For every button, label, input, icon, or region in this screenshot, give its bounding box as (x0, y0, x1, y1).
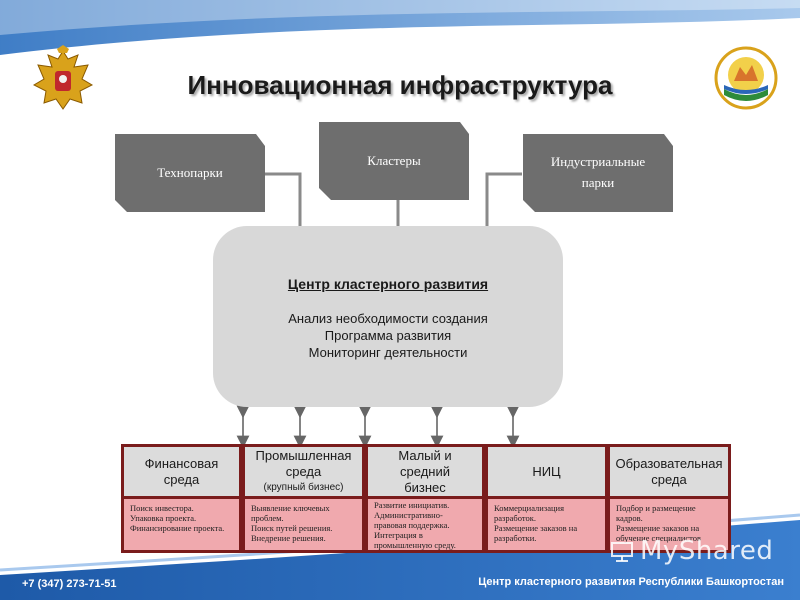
connector-technoparks (265, 172, 302, 228)
env-sme-body: Развитие инициатив. Административно- пра… (368, 499, 482, 550)
env-education-body: Подбор и размещение кадров. Размещение з… (610, 499, 728, 550)
center-lines: Анализ необходимости создания Программа … (213, 310, 563, 361)
env-sme-title: Малый и средний бизнес (368, 447, 482, 496)
center-title: Центр кластерного развития (287, 276, 489, 292)
bashkortostan-emblem-icon (714, 46, 778, 110)
footer-phone: +7 (347) 273-71-51 (22, 578, 117, 590)
env-industrial-body: Выявление ключевых проблем. Поиск путей … (245, 499, 362, 550)
env-financial-title: Финансовая среда (124, 447, 239, 496)
industrial-parks-label: Индустриальные парки (550, 154, 646, 190)
footer-organization: Центр кластерного развития Республики Ба… (478, 576, 784, 588)
center-line: Программа развития (324, 328, 452, 343)
technoparks-label: Технопарки (157, 164, 223, 180)
env-financial-body: Поиск инвестора. Упаковка проекта. Финан… (124, 499, 239, 550)
clusters-label: Кластеры (367, 152, 421, 168)
clusters-box: Кластеры (319, 122, 469, 200)
cluster-center-box: Центр кластерного развития Анализ необхо… (213, 226, 563, 407)
connector-industrial (485, 172, 522, 228)
industrial-parks-box: Индустриальные парки (523, 134, 673, 212)
env-industrial-title: Промышленная среда (крупный бизнес) (245, 447, 362, 496)
technoparks-box: Технопарки (115, 134, 265, 212)
russia-coat-of-arms-icon (32, 45, 94, 110)
center-line: Мониторинг деятельности (308, 345, 468, 360)
watermark-text: MyShared (640, 536, 774, 566)
center-line: Анализ необходимости создания (288, 311, 488, 326)
env-nic-title: НИЦ (488, 447, 605, 496)
page-title: Инновационная инфраструктура (187, 70, 613, 100)
presentation-icon (611, 542, 633, 562)
env-education-title: Образовательная среда (610, 447, 728, 496)
env-nic-body: Коммерциализация разработок. Размещение … (488, 499, 605, 550)
